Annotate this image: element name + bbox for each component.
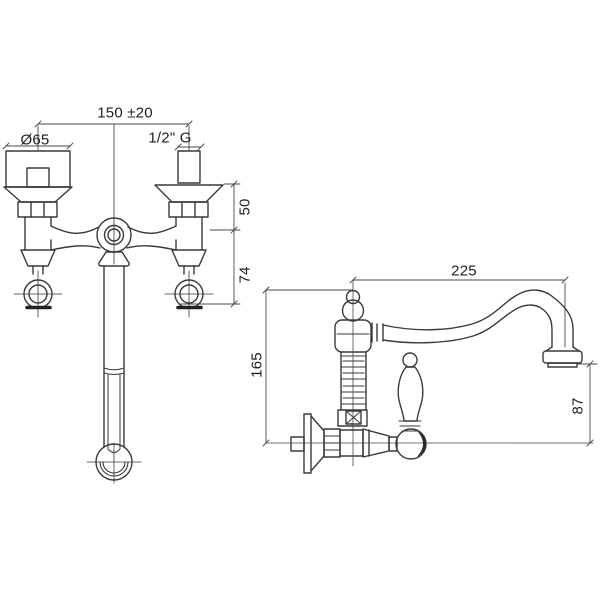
left-stem (32, 265, 44, 275)
column-ribs (340, 355, 367, 405)
spout-joint (103, 367, 125, 375)
lever-finial-ball (402, 352, 418, 368)
right-flange (154, 184, 224, 203)
dim-label-225: 225 (451, 262, 477, 280)
left-knob-crosshair (13, 270, 63, 318)
spout-inner-sleeve (107, 373, 121, 453)
lever-collar (398, 420, 422, 432)
right-knob-crosshair (164, 270, 214, 318)
ball-connector (388, 436, 398, 452)
left-column (24, 216, 52, 251)
right-hex-nut-facets (181, 201, 196, 218)
right-stem (183, 265, 195, 275)
side-dimension-lines (262, 276, 598, 447)
front-dimension-lines (2, 120, 241, 308)
outlet-ring (542, 350, 583, 364)
side-center-lines (265, 279, 594, 467)
gland-x-cross (345, 410, 362, 425)
spout-top-line (382, 289, 574, 348)
left-hex-nut-facets (30, 201, 45, 218)
dim-label-87: 87 (569, 397, 587, 415)
right-arm-bottom (126, 245, 177, 251)
dim-label-thread-size: 1/2" G (148, 129, 192, 147)
front-left-handle (3, 150, 73, 318)
valve-hex-facets (323, 435, 341, 451)
dim-150-ticks (34, 120, 193, 128)
wall-stub (290, 436, 305, 452)
side-valve-body (290, 409, 427, 474)
wall-cone (310, 415, 325, 472)
spout-collar (371, 322, 384, 343)
right-column (175, 216, 203, 251)
dim-label-74: 74 (236, 266, 254, 284)
dim-label-center-distance: 150 ±20 (97, 104, 153, 122)
side-spout (382, 289, 583, 368)
dim-225-ticks (349, 276, 569, 284)
spout-tube-walls (103, 265, 125, 448)
side-lever-handle (397, 352, 424, 432)
front-right-handle (154, 150, 224, 318)
dim-thread-ticks (174, 143, 205, 151)
gland-housing (337, 409, 368, 427)
dim-label-flange-diameter: Ø65 (20, 131, 50, 149)
spout-body (334, 319, 372, 353)
front-spout (86, 265, 142, 484)
dim-label-50: 50 (236, 198, 254, 216)
gland-x-box (345, 410, 362, 425)
left-arm-bottom (50, 245, 101, 251)
front-center-body (50, 217, 177, 267)
lever-baluster (397, 366, 424, 422)
side-ribbed-column (340, 351, 367, 411)
lever-ball-joint (395, 428, 427, 460)
column-sides (340, 351, 367, 411)
finial-ball (345, 289, 361, 305)
dim-65-ticks (2, 142, 74, 150)
front-view (2, 120, 241, 484)
center-boss-mid (103, 224, 125, 246)
left-flange (3, 186, 73, 203)
left-inlet-stub (26, 167, 50, 188)
right-inlet-stub (177, 150, 201, 184)
spout-bottom-line (382, 304, 553, 348)
left-mounting-box (5, 150, 71, 188)
wall-plate (303, 413, 312, 474)
top-ball (341, 299, 365, 322)
dim-label-165: 165 (248, 352, 266, 378)
center-boss-inner (107, 228, 121, 242)
left-arm-top (50, 225, 100, 234)
right-arm-top (127, 225, 177, 234)
left-hex-nut (17, 201, 58, 218)
outlet-base (547, 362, 578, 368)
ball-joint-shadow (417, 431, 426, 457)
right-hex-nut (168, 201, 209, 218)
side-view (262, 276, 598, 474)
right-taper (171, 249, 207, 267)
side-upper-body (334, 289, 384, 353)
spout-elbow-crosshair (86, 442, 142, 484)
left-taper (20, 249, 56, 267)
bell-coupling (98, 251, 130, 267)
dim-50-74-extensions (179, 183, 241, 305)
